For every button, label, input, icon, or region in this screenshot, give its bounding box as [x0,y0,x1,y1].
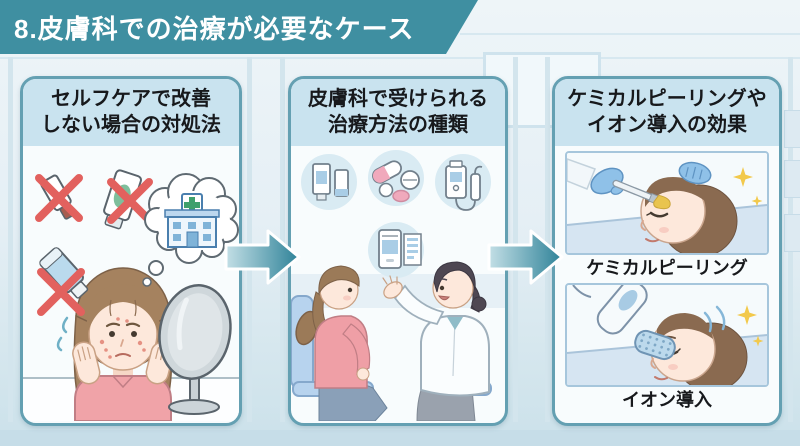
flow-arrow-right-icon [487,226,565,288]
worried-woman-figure [56,267,174,421]
panel-treatments-illustration [291,146,505,423]
panel-treatments-header-line1: 皮膚科で受けられる [308,88,488,110]
caption-chemical-peeling: ケミカルピーリング [586,258,748,278]
panel-effects: ケミカルピーリングや イオン導入の効果 [552,76,782,426]
flow-arrow-right-icon [224,226,302,288]
doctor-consultation-illustration [291,150,505,421]
crossed-tube-icon [103,169,153,230]
caption-ion-introduction: イオン導入 [622,390,712,410]
chemical-peeling-image [565,151,769,255]
sparkle-icon [752,335,764,347]
wall-panel-line [247,57,252,422]
wall-line [460,33,800,35]
panel-selfcare: セルフケアで改善 しない場合の対処法 [20,76,242,426]
sparkle-icon [733,167,753,187]
panel-treatments: 皮膚科で受けられる 治療方法の種類 [288,76,508,426]
doctor-coat [420,315,490,397]
hospital-icon [164,193,220,248]
panel-selfcare-illustration [23,146,239,423]
sweat-drop-icon [56,336,63,352]
panel-effects-illustration: ケミカルピーリング [555,146,779,423]
wall-line [0,57,800,59]
wall-panel-line [545,57,550,422]
treatment-device-icon [435,154,491,211]
peeling-brush-icon [612,179,671,210]
panel-selfcare-header-line1: セルフケアで改善 [51,88,211,110]
crossed-tube-icon [37,247,89,316]
red-cross-icon [107,178,153,224]
thought-bubble-icon [142,173,239,287]
stand-mirror-icon [158,284,232,415]
wall-panel-line [8,57,13,422]
glove-icon [678,161,712,185]
panel-selfcare-header-line2: しない場合の対処法 [41,114,221,136]
red-cross-icon [37,268,85,316]
panel-effects-header: ケミカルピーリングや イオン導入の効果 [555,79,779,146]
wall-panel-line [513,57,518,422]
prescription-icon [368,222,424,278]
sparkle-icon [751,195,763,207]
acne-dots [99,317,146,359]
title-banner: 8.皮膚科での治療が必要なケース [0,0,478,54]
chemical-peeling-illustration [567,153,767,253]
sparkle-icon [737,305,757,325]
crossed-tube-icon [35,174,83,222]
panel-effects-header-line2: イオン導入の効果 [587,114,747,136]
topical-medicine-icon [301,154,357,210]
ion-introduction-illustration [567,285,767,385]
red-cross-icon [35,174,83,222]
page-title: 8.皮膚科での治療が必要なケース [14,13,415,44]
sweat-drop-icon [62,316,69,334]
ion-roller-device-icon [596,285,676,361]
panel-treatments-header: 皮膚科で受けられる 治療方法の種類 [291,79,505,146]
doctor-figure [382,261,490,421]
worried-woman-mirror-illustration [23,169,239,421]
panel-treatments-header-line2: 治療方法の種類 [328,114,468,136]
pills-icon [368,150,424,206]
floor [0,430,800,446]
wall-cabinet [784,160,800,198]
ion-introduction-image [565,283,769,387]
panel-selfcare-header: セルフケアで改善 しない場合の対処法 [23,79,239,146]
patient-figure [295,265,388,421]
panel-effects-header-line1: ケミカルピーリングや [567,88,767,110]
wall-cabinet [784,214,800,252]
wall-cabinet [784,110,800,148]
wall-panel-line [280,57,285,422]
